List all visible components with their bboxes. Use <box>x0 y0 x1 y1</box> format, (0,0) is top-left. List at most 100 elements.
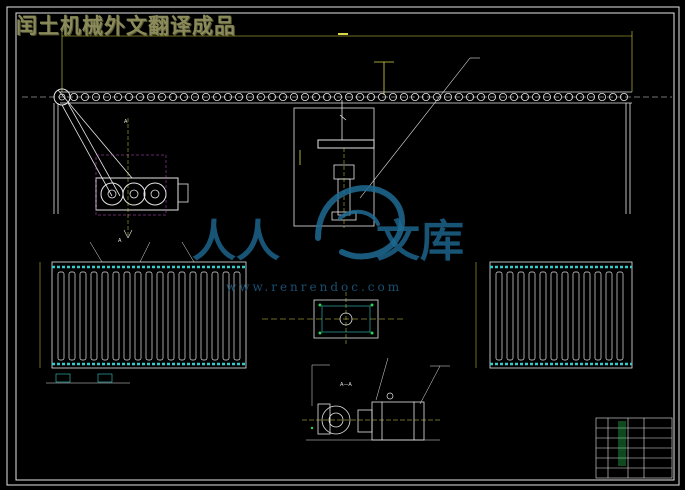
chain-roller <box>81 93 90 102</box>
chain-roller <box>135 93 144 102</box>
chain-roller <box>146 93 155 102</box>
tensioner-assembly <box>293 61 394 228</box>
chain-roller <box>322 93 331 102</box>
top-dimension <box>61 31 633 92</box>
watermark-chars-right: 文库 <box>376 216 464 267</box>
conveyor-roller <box>156 271 164 361</box>
chain-roller <box>278 93 287 102</box>
chain-roller <box>454 93 463 102</box>
chain-roller <box>311 93 320 102</box>
chain-roller <box>300 93 309 102</box>
chain-roller <box>587 93 596 102</box>
view-marker-top: A <box>124 119 128 125</box>
conveyor-roller <box>68 271 76 361</box>
watermark-logo-icon <box>315 185 405 260</box>
chain-roller <box>443 93 452 102</box>
conveyor-roller <box>79 271 87 361</box>
conveyor-roller <box>123 271 131 361</box>
conveyor-roller <box>222 271 230 361</box>
gearbox <box>95 118 189 239</box>
chain-roller <box>289 93 298 102</box>
view-marker-bottom: A <box>118 238 122 244</box>
conveyor-roller <box>189 271 197 361</box>
conveyor-roller <box>517 271 525 361</box>
chain-roller <box>576 93 585 102</box>
chain-roller <box>179 93 188 102</box>
conveyor-roller <box>112 271 120 361</box>
chain-roller <box>487 93 496 102</box>
chain-roller <box>410 93 419 102</box>
chain-roller <box>421 93 430 102</box>
chain-roller <box>245 93 254 102</box>
chain-roller <box>565 93 574 102</box>
roller-bed-left <box>39 241 247 384</box>
conveyor-roller <box>101 271 109 361</box>
conveyor-roller <box>539 271 547 361</box>
watermark-url: www.renrendoc.com <box>226 280 403 294</box>
chain-roller <box>366 93 375 102</box>
inner-frame <box>15 12 675 481</box>
section-label: A—A <box>340 382 352 388</box>
outer-frame <box>6 6 680 486</box>
chain-roller <box>114 93 123 102</box>
chain-roller <box>598 93 607 102</box>
conveyor-roller <box>178 271 186 361</box>
chain-roller <box>157 93 166 102</box>
conveyor-roller <box>200 271 208 361</box>
chain-roller <box>532 93 541 102</box>
chain-roller <box>355 93 364 102</box>
chain-conveyor <box>22 88 672 106</box>
leader-line-top <box>359 57 471 199</box>
chain-roller <box>223 93 232 102</box>
conveyor-roller <box>145 271 153 361</box>
conveyor-roller <box>90 271 98 361</box>
conveyor-roller <box>506 271 514 361</box>
chain-roller <box>234 93 243 102</box>
chain-roller <box>521 93 530 102</box>
roller-bed-right <box>475 261 633 369</box>
chain-roller <box>498 93 507 102</box>
chain-roller <box>190 93 199 102</box>
site-banner: 闰土机械外文翻译成品 <box>16 14 236 38</box>
chain-roller <box>103 93 112 102</box>
chain-roller <box>267 93 276 102</box>
chain-roller <box>509 93 518 102</box>
conveyor-roller <box>605 271 613 361</box>
conveyor-roller <box>550 271 558 361</box>
bearing-block-detail <box>262 292 404 346</box>
conveyor-roller <box>233 271 241 361</box>
conveyor-roller <box>561 271 569 361</box>
chain-roller <box>465 93 474 102</box>
watermark-chars-left: 人人 <box>192 216 280 267</box>
chain-roller <box>432 93 441 102</box>
drive-belt <box>57 89 133 197</box>
chain-roller <box>620 93 629 102</box>
conveyor-roller <box>57 271 65 361</box>
title-block <box>595 417 673 479</box>
conveyor-roller <box>616 271 624 361</box>
conveyor-roller <box>572 271 580 361</box>
chain-roller <box>377 93 386 102</box>
chain-roller <box>212 93 221 102</box>
chain-roller <box>609 93 618 102</box>
chain-roller <box>476 93 485 102</box>
chain-roller <box>333 93 342 102</box>
chain-roller <box>92 93 101 102</box>
chain-roller <box>399 93 408 102</box>
chain-roller <box>543 93 552 102</box>
chain-roller <box>554 93 563 102</box>
conveyor-roller <box>211 271 219 361</box>
chain-roller <box>168 93 177 102</box>
chain-roller <box>256 93 265 102</box>
chain-roller <box>388 93 397 102</box>
motor-reducer-assembly <box>302 357 450 441</box>
conveyor-roller <box>528 271 536 361</box>
conveyor-roller <box>594 271 602 361</box>
chain-roller <box>201 93 210 102</box>
chain-roller <box>344 93 353 102</box>
conveyor-roller <box>495 271 503 361</box>
conveyor-roller <box>134 271 142 361</box>
chain-roller <box>125 93 134 102</box>
